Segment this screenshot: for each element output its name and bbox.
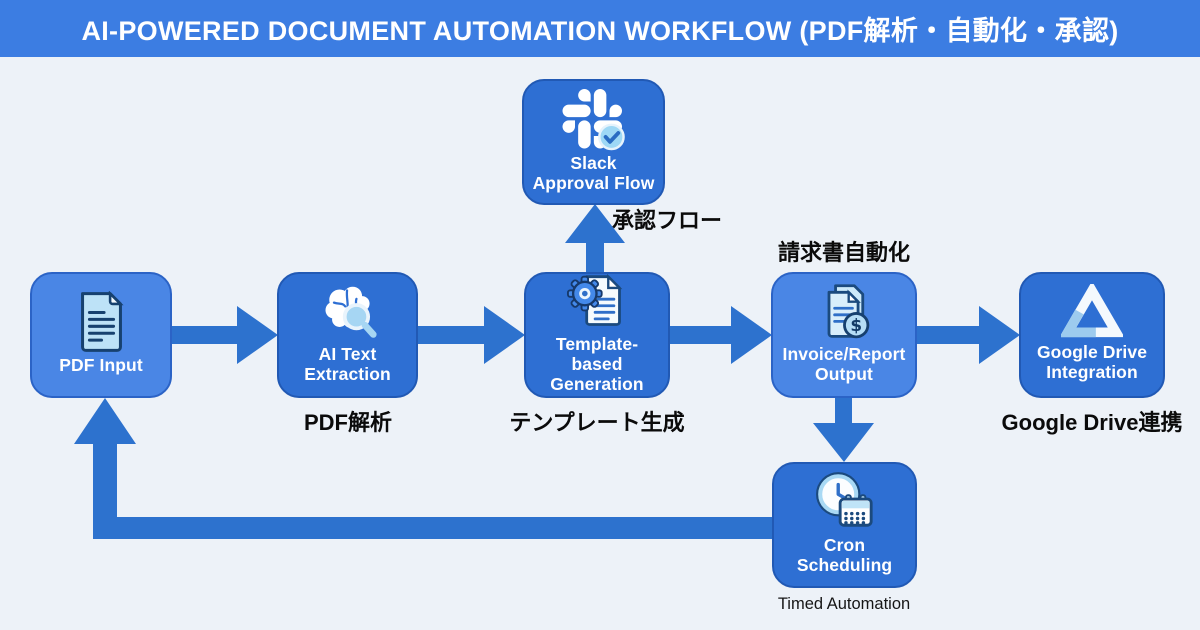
google-drive-icon <box>1061 284 1123 340</box>
node-template-generation: Template-based Generation <box>524 272 670 398</box>
node-pdf-input: PDF Input <box>30 272 172 398</box>
arrow-ai-to-template <box>417 306 525 364</box>
node-google-drive-integration: Google Drive Integration <box>1019 272 1165 398</box>
node-invoice-report-output: $ Invoice/Report Output <box>771 272 917 398</box>
document-icon <box>74 291 129 353</box>
invoice-dollar-icon: $ <box>814 282 874 342</box>
brain-search-icon <box>318 282 378 342</box>
arrow-cron-to-pdf-feedback <box>74 398 773 539</box>
slack-check-icon <box>561 88 627 151</box>
node-label: PDF Input <box>59 355 143 376</box>
annotation-template-generation: テンプレート生成 <box>509 410 685 435</box>
arrow-pdf-to-ai <box>172 306 278 364</box>
arrow-invoice-to-cron <box>813 397 874 462</box>
clock-calendar-icon <box>814 471 876 533</box>
arrow-template-to-slack <box>565 204 625 273</box>
node-label: Google Drive Integration <box>1036 342 1148 382</box>
annotation-invoice-automation: 請求書自動化 <box>777 240 910 265</box>
node-label: Slack Approval Flow <box>532 152 655 193</box>
gear-document-icon <box>567 272 627 332</box>
page-title: AI-POWERED DOCUMENT AUTOMATION WORKFLOW … <box>81 16 1119 46</box>
annotation-google-drive-link: Google Drive連携 <box>1001 410 1183 435</box>
arrow-template-to-invoice <box>669 306 772 364</box>
node-ai-text-extraction: AI Text Extraction <box>277 272 418 398</box>
annotation-approval-flow: 承認フロー <box>612 208 723 233</box>
svg-text:$: $ <box>850 315 862 335</box>
node-cron-scheduling: Cron Scheduling <box>772 462 917 588</box>
node-label: AI Text Extraction <box>304 344 391 384</box>
node-label: Invoice/Report Output <box>782 344 906 384</box>
node-slack-approval-flow: Slack Approval Flow <box>522 79 665 205</box>
node-label: Cron Scheduling <box>796 535 893 575</box>
arrow-invoice-to-gdrive <box>916 306 1020 364</box>
header-bar: AI-POWERED DOCUMENT AUTOMATION WORKFLOW … <box>0 0 1200 57</box>
annotation-pdf-analysis: PDF解析 <box>303 410 392 435</box>
node-label: Template-based Generation <box>550 334 644 394</box>
annotation-timed-automation: Timed Automation <box>777 595 911 613</box>
